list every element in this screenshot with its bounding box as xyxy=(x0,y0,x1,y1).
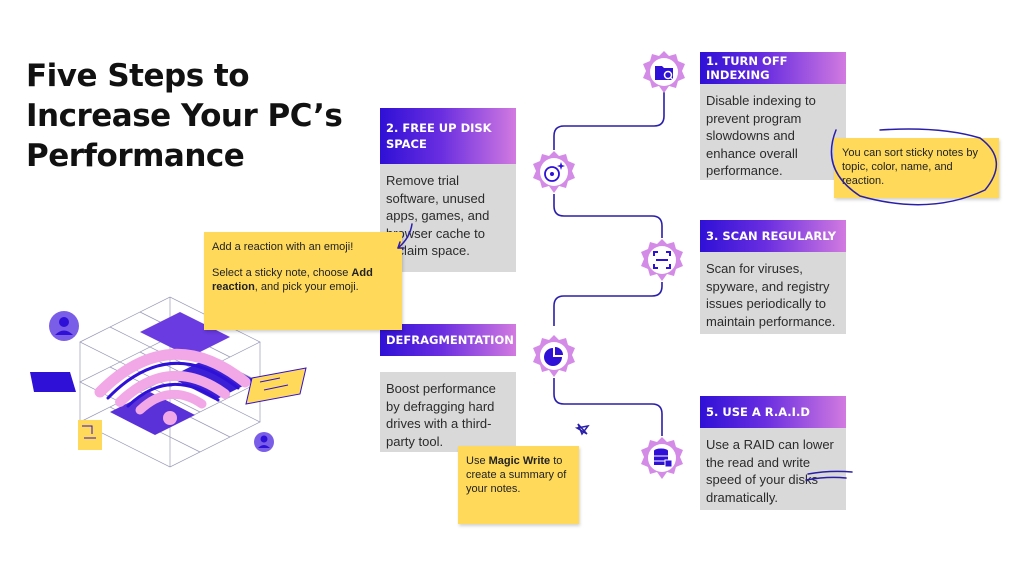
step-3-body: Scan for viruses, spyware, and registry … xyxy=(700,252,846,334)
step-1-heading: 1. TURN OFF INDEXING xyxy=(700,52,846,84)
sticky-magic-bold: Magic Write xyxy=(488,455,551,467)
sticky-reaction-bold: Add reaction xyxy=(212,267,373,293)
connector-1-2 xyxy=(553,92,665,150)
step-4-node xyxy=(532,334,576,378)
wifi-illustration xyxy=(30,296,307,468)
step-4-heading: DEFRAGMENTATION xyxy=(380,324,516,356)
folder-search-icon xyxy=(643,51,685,93)
sticky-reaction-text: Select a sticky note, choose xyxy=(212,267,352,279)
disc-sparkle-icon xyxy=(533,151,575,193)
step-3-heading: 3. SCAN REGULARLY xyxy=(700,220,846,252)
page-title: Five Steps to Increase Your PC’s Perform… xyxy=(26,58,343,174)
connector-4-5 xyxy=(553,378,663,436)
step-1-body: Disable indexing to prevent program slow… xyxy=(700,84,846,180)
step-2-body: Remove trial software, unused apps, game… xyxy=(380,164,516,272)
sticky-note-reaction[interactable]: Add a reaction with an emoji! Select a s… xyxy=(204,232,402,330)
sticky-note-magic-write[interactable]: Use Magic Write to create a summary of y… xyxy=(458,446,579,524)
sticky-note-sort[interactable]: You can sort sticky notes by topic, colo… xyxy=(834,138,999,198)
sticky-magic-text: Use Magic Write to create a summary of y… xyxy=(466,454,571,496)
database-icon xyxy=(641,437,683,479)
step-5-body: Use a RAID can lower the read and write … xyxy=(700,428,846,510)
step-5-heading: 5. USE A R.A.I.D xyxy=(700,396,846,428)
sticky-sort-text: You can sort sticky notes by topic, colo… xyxy=(842,147,978,187)
step-2-heading: 2. FREE UP DISK SPACE xyxy=(380,108,516,164)
sticky-magic-pre: Use xyxy=(466,455,489,467)
step-4-body: Boost performance by defragging hard dri… xyxy=(380,372,516,452)
sticky-reaction-line1: Add a reaction with an emoji! xyxy=(212,241,354,253)
pie-chart-icon xyxy=(533,335,575,377)
sticky-reaction-line2: Select a sticky note, choose Add reactio… xyxy=(212,266,394,294)
connector-3-4 xyxy=(553,282,663,326)
step-5-node xyxy=(640,436,684,480)
step-2-node xyxy=(532,150,576,194)
step-1-node xyxy=(642,50,686,94)
sticky-magic-post: to create a summary of your notes. xyxy=(466,455,567,495)
scan-icon xyxy=(641,239,683,281)
connector-2-3 xyxy=(553,194,663,238)
sticky-reaction-text-end: , and pick your emoji. xyxy=(254,281,359,293)
step-3-node xyxy=(640,238,684,282)
